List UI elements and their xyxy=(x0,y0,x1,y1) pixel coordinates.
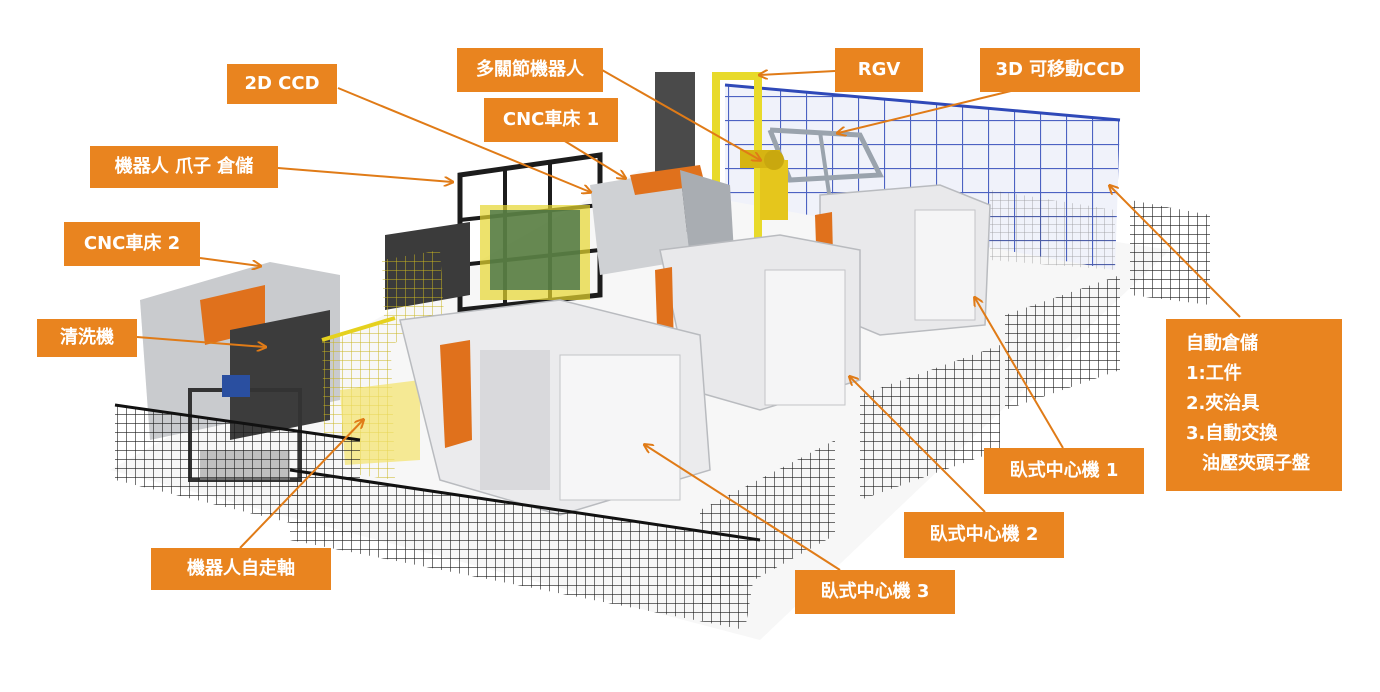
arrow-cnc2 xyxy=(199,257,260,266)
perimeter-fence xyxy=(114,200,1210,630)
label-robot-track: 機器人自走軸 xyxy=(151,548,331,590)
arrow-robot-track xyxy=(239,420,363,549)
auto-storage-line1: 1:工件 xyxy=(1186,363,1242,384)
label-cnc-lathe-2: CNC車床 2 xyxy=(64,222,200,266)
arrow-3d-ccd xyxy=(838,89,1016,133)
arrow-hmc1 xyxy=(975,298,1064,449)
horizontal-machining-center-3 xyxy=(399,299,711,516)
label-washing-machine: 清洗機 xyxy=(37,319,137,357)
label-horizontal-mc-3: 臥式中心機 3 xyxy=(795,570,955,614)
callout-arrows xyxy=(136,69,1241,571)
arrow-rgv xyxy=(760,71,836,75)
horizontal-machining-center-2 xyxy=(655,234,861,411)
arrow-2d-ccd xyxy=(337,87,590,192)
auto-storage-line4: 油壓夾頭子盤 xyxy=(1202,453,1310,474)
auto-storage-title: 自動倉儲 xyxy=(1186,333,1258,354)
arrow-auto-storage xyxy=(1110,186,1241,318)
gripper-storage-rack xyxy=(457,152,603,313)
label-gripper-storage: 機器人 爪子 倉儲 xyxy=(90,146,278,188)
label-2d-ccd: 2D CCD xyxy=(227,64,337,104)
arrow-washer xyxy=(136,336,265,347)
arrow-robot-multi xyxy=(601,69,760,160)
label-automatic-storage: 自動倉儲 1:工件 2.夾治具 3.自動交換 油壓夾頭子盤 xyxy=(1166,319,1342,491)
label-multi-joint-robot: 多關節機器人 xyxy=(457,48,603,92)
arrow-hmc2 xyxy=(850,377,986,513)
horizontal-machining-center-1 xyxy=(815,184,991,336)
label-horizontal-mc-1: 臥式中心機 1 xyxy=(984,448,1144,494)
label-3d-ccd: 3D 可移動CCD xyxy=(980,48,1140,92)
arrow-hmc3 xyxy=(645,445,841,571)
label-horizontal-mc-2: 臥式中心機 2 xyxy=(904,512,1064,558)
multi-joint-robot xyxy=(740,150,788,220)
auto-storage-line2: 2.夾治具 xyxy=(1186,393,1260,414)
auto-storage-line3: 3.自動交換 xyxy=(1186,423,1278,444)
arrow-gripper-storage xyxy=(277,167,452,182)
label-rgv: RGV xyxy=(835,48,923,92)
label-cnc-lathe-1: CNC車床 1 xyxy=(484,98,618,142)
